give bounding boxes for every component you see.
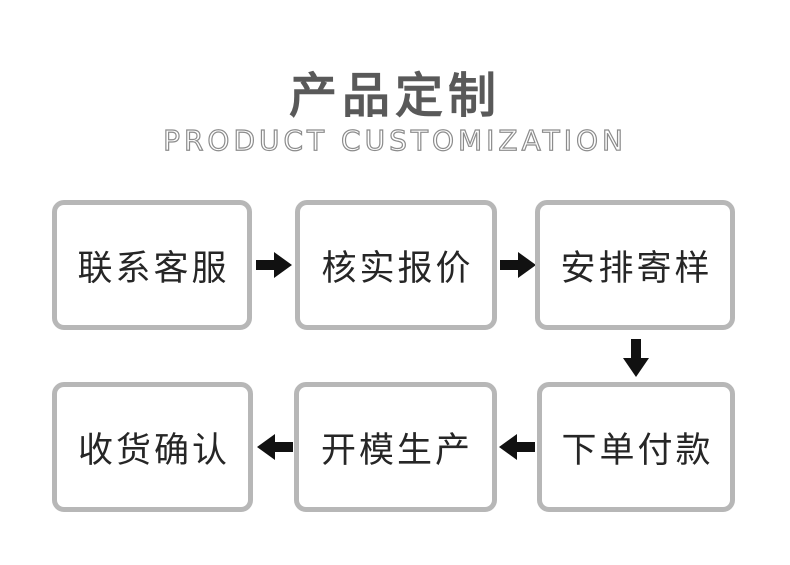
arrow-right-shape xyxy=(500,252,536,278)
arrow-left-icon xyxy=(257,434,293,460)
page-subtitle: PRODUCT CUSTOMIZATION xyxy=(162,123,627,157)
arrow-right-shape xyxy=(256,252,292,278)
arrow-down-shape xyxy=(623,339,649,377)
flow-step-receipt-confirmation: 收货确认 xyxy=(52,382,253,512)
flow-step-mold-production: 开模生产 xyxy=(294,382,497,512)
flow-step-verify-quote: 核实报价 xyxy=(295,200,497,330)
arrow-left-icon xyxy=(499,434,535,460)
arrow-left-shape xyxy=(499,434,535,460)
arrow-right-icon xyxy=(500,252,536,278)
flow-step-arrange-sample: 安排寄样 xyxy=(535,200,735,330)
flow-step-contact-service: 联系客服 xyxy=(52,200,252,330)
flow-step-order-payment: 下单付款 xyxy=(537,382,735,512)
page-title: 产品定制 xyxy=(288,70,501,123)
arrow-down-icon xyxy=(623,339,649,377)
arrow-left-shape xyxy=(257,434,293,460)
arrow-right-icon xyxy=(256,252,292,278)
